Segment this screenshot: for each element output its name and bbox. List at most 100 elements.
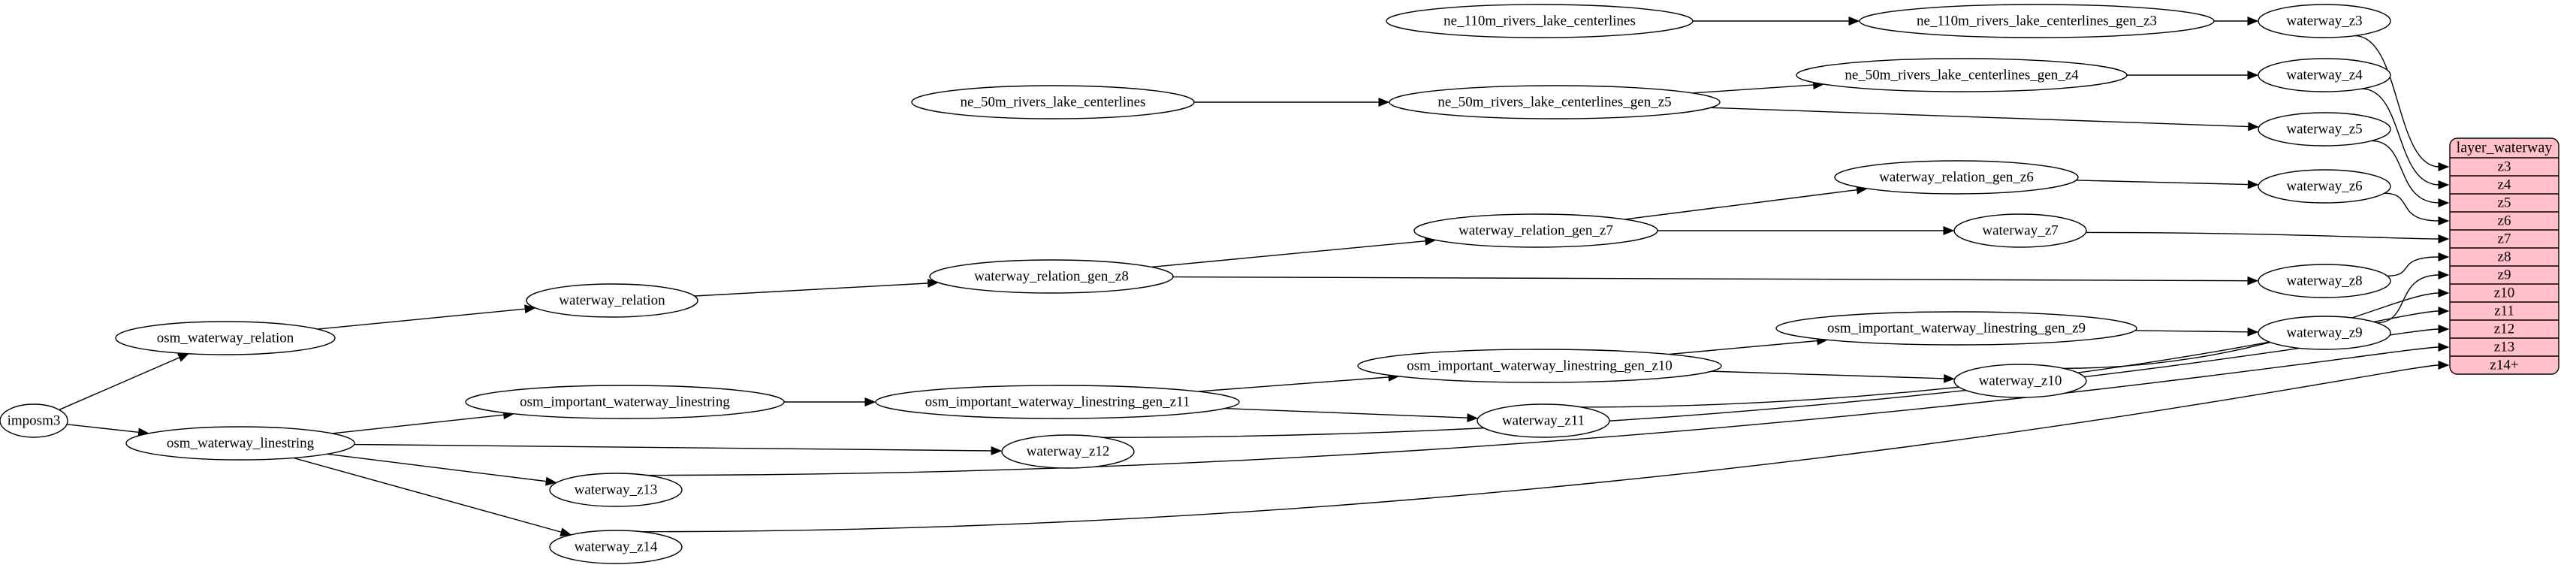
node-ne_50m_rivers_lake_centerlines[interactable]: ne_50m_rivers_lake_centerlines xyxy=(911,85,1195,119)
edge-arrowhead xyxy=(2438,270,2450,279)
node-shape xyxy=(2258,4,2391,38)
edge-arrowhead xyxy=(2438,343,2450,352)
edge-waterway_z4-to-layer_waterway_z4 xyxy=(2361,88,2450,189)
node-shape xyxy=(929,259,1174,294)
edge-osm_important_waterway_linestring_gen_z11-to-waterway_z11 xyxy=(1224,407,1479,423)
edge-waterway_z3-to-layer_waterway_z3 xyxy=(2354,35,2450,171)
node-shape xyxy=(1413,213,1658,248)
node-shape xyxy=(1796,58,2128,92)
node-waterway_z11[interactable]: waterway_z11 xyxy=(1477,403,1610,438)
edge-line xyxy=(2086,231,2440,240)
node-ne_50m_rivers_lake_centerlines_gen_z4[interactable]: ne_50m_rivers_lake_centerlines_gen_z4 xyxy=(1796,58,2128,92)
node-waterway_z10[interactable]: waterway_z10 xyxy=(1953,364,2087,398)
edge-osm_waterway_relation-to-waterway_relation xyxy=(317,304,536,330)
edge-line xyxy=(1197,376,1390,392)
edge-osm_important_waterway_linestring_gen_z9-to-waterway_z9 xyxy=(2134,327,2259,337)
edge-arrowhead xyxy=(1378,98,1390,107)
edge-waterway_z11-to-layer_waterway_z11 xyxy=(1580,307,2450,408)
layer-table-body xyxy=(2449,137,2559,375)
node-imposm3[interactable]: imposm3 xyxy=(0,403,68,438)
edge-arrowhead xyxy=(177,353,190,362)
node-waterway_z8[interactable]: waterway_z8 xyxy=(2258,264,2391,298)
edge-osm_waterway_linestring-to-waterway_z14 xyxy=(293,457,572,536)
edge-arrowhead xyxy=(2438,325,2450,334)
edge-line xyxy=(317,308,526,330)
edge-arrowhead xyxy=(524,304,536,314)
edge-osm_waterway_linestring-to-waterway_z13 xyxy=(327,453,557,486)
edge-arrowhead xyxy=(2247,276,2259,286)
node-waterway_relation_gen_z8[interactable]: waterway_relation_gen_z8 xyxy=(929,259,1174,294)
edges-layer xyxy=(59,17,2450,536)
edge-arrowhead xyxy=(1943,226,1955,235)
node-waterway_z13[interactable]: waterway_z13 xyxy=(549,473,683,507)
edge-imposm3-to-osm_waterway_relation xyxy=(59,353,190,411)
edge-line xyxy=(327,453,547,482)
node-shape xyxy=(125,426,355,461)
edge-osm_important_waterway_linestring_gen_z10-to-osm_important_waterway_linestring_gen_z9 xyxy=(1668,336,1829,355)
node-waterway_z6[interactable]: waterway_z6 xyxy=(2258,169,2391,204)
edge-waterway_relation-to-waterway_relation_gen_z8 xyxy=(694,279,940,297)
node-ne_110m_rivers_lake_centerlines[interactable]: ne_110m_rivers_lake_centerlines xyxy=(1386,4,1694,38)
node-shape xyxy=(2258,264,2391,298)
node-ne_50m_rivers_lake_centerlines_gen_z5[interactable]: ne_50m_rivers_lake_centerlines_gen_z5 xyxy=(1389,85,1721,119)
edge-arrowhead xyxy=(2438,162,2450,171)
edge-arrowhead xyxy=(545,476,557,486)
nodes-layer: imposm3 osm_waterway_relation osm_waterway… xyxy=(0,4,2391,564)
node-waterway_z4[interactable]: waterway_z4 xyxy=(2258,58,2391,92)
edge-waterway_z6-to-layer_waterway_z6 xyxy=(2384,192,2450,225)
edge-waterway_z14-to-layer_waterway_z14_ xyxy=(641,361,2450,533)
edge-ne_110m_rivers_lake_centerlines_gen_z3-to-waterway_z3 xyxy=(2214,17,2259,26)
node-shape xyxy=(2258,58,2391,92)
edge-arrowhead xyxy=(2438,361,2450,370)
node-shape xyxy=(1001,434,1135,469)
node-waterway_relation[interactable]: waterway_relation xyxy=(526,283,698,318)
node-shape xyxy=(2258,316,2391,350)
node-waterway_relation_gen_z7[interactable]: waterway_relation_gen_z7 xyxy=(1413,213,1658,248)
node-waterway_z12[interactable]: waterway_z12 xyxy=(1001,434,1135,469)
edge-arrowhead xyxy=(2247,180,2259,189)
edge-line xyxy=(2371,140,2440,204)
node-waterway_z14[interactable]: waterway_z14 xyxy=(549,530,683,564)
node-shape xyxy=(1859,4,2215,38)
edge-ne_110m_rivers_lake_centerlines-to-ne_110m_rivers_lake_centerlines_gen_z3 xyxy=(1693,17,1860,26)
node-waterway_z9[interactable]: waterway_z9 xyxy=(2258,316,2391,350)
node-shape xyxy=(526,283,698,318)
node-waterway_z5[interactable]: waterway_z5 xyxy=(2258,112,2391,147)
node-osm_important_waterway_linestring_gen_z11[interactable]: osm_important_waterway_linestring_gen_z1… xyxy=(875,385,1240,419)
edge-imposm3-to-osm_waterway_linestring xyxy=(66,424,149,437)
edge-waterway_z12-to-layer_waterway_z12 xyxy=(1102,325,2450,438)
node-waterway_relation_gen_z6[interactable]: waterway_relation_gen_z6 xyxy=(1834,160,2079,195)
node-shape xyxy=(875,385,1240,419)
edge-line xyxy=(2376,274,2440,324)
node-waterway_z7[interactable]: waterway_z7 xyxy=(1953,213,2087,248)
edge-arrowhead xyxy=(1848,17,1860,26)
node-osm_important_waterway_linestring[interactable]: osm_important_waterway_linestring xyxy=(465,385,785,419)
node-shape xyxy=(1477,403,1610,438)
edge-osm_important_waterway_linestring-to-osm_important_waterway_linestring_gen_z11 xyxy=(784,397,876,406)
node-osm_important_waterway_linestring_gen_z10[interactable]: osm_important_waterway_linestring_gen_z1… xyxy=(1357,349,1722,383)
edge-waterway_relation_gen_z7-to-waterway_relation_gen_z6 xyxy=(1624,185,1868,220)
edge-waterway_z5-to-layer_waterway_z5 xyxy=(2371,140,2450,207)
edge-ne_50m_rivers_lake_centerlines_gen_z4-to-waterway_z4 xyxy=(2127,71,2259,80)
node-osm_important_waterway_linestring_gen_z9[interactable]: osm_important_waterway_linestring_gen_z9 xyxy=(1775,311,2137,346)
edge-line xyxy=(694,282,929,297)
node-shape xyxy=(1389,85,1721,119)
edge-line xyxy=(354,443,993,452)
edge-arrowhead xyxy=(991,446,1003,455)
node-shape xyxy=(465,385,785,419)
edge-line xyxy=(293,457,563,533)
node-shape xyxy=(1834,160,2079,195)
node-waterway_z3[interactable]: waterway_z3 xyxy=(2258,4,2391,38)
edge-line xyxy=(59,356,181,411)
node-shape xyxy=(0,403,68,438)
node-osm_waterway_linestring[interactable]: osm_waterway_linestring xyxy=(125,426,355,461)
node-osm_waterway_relation[interactable]: osm_waterway_relation xyxy=(115,321,336,355)
node-ne_110m_rivers_lake_centerlines_gen_z3[interactable]: ne_110m_rivers_lake_centerlines_gen_z3 xyxy=(1859,4,2215,38)
edge-arrowhead xyxy=(2438,252,2450,261)
node-shape xyxy=(911,85,1195,119)
edge-line xyxy=(1668,340,1818,355)
edge-line xyxy=(1580,310,2440,408)
edge-line xyxy=(331,414,505,434)
